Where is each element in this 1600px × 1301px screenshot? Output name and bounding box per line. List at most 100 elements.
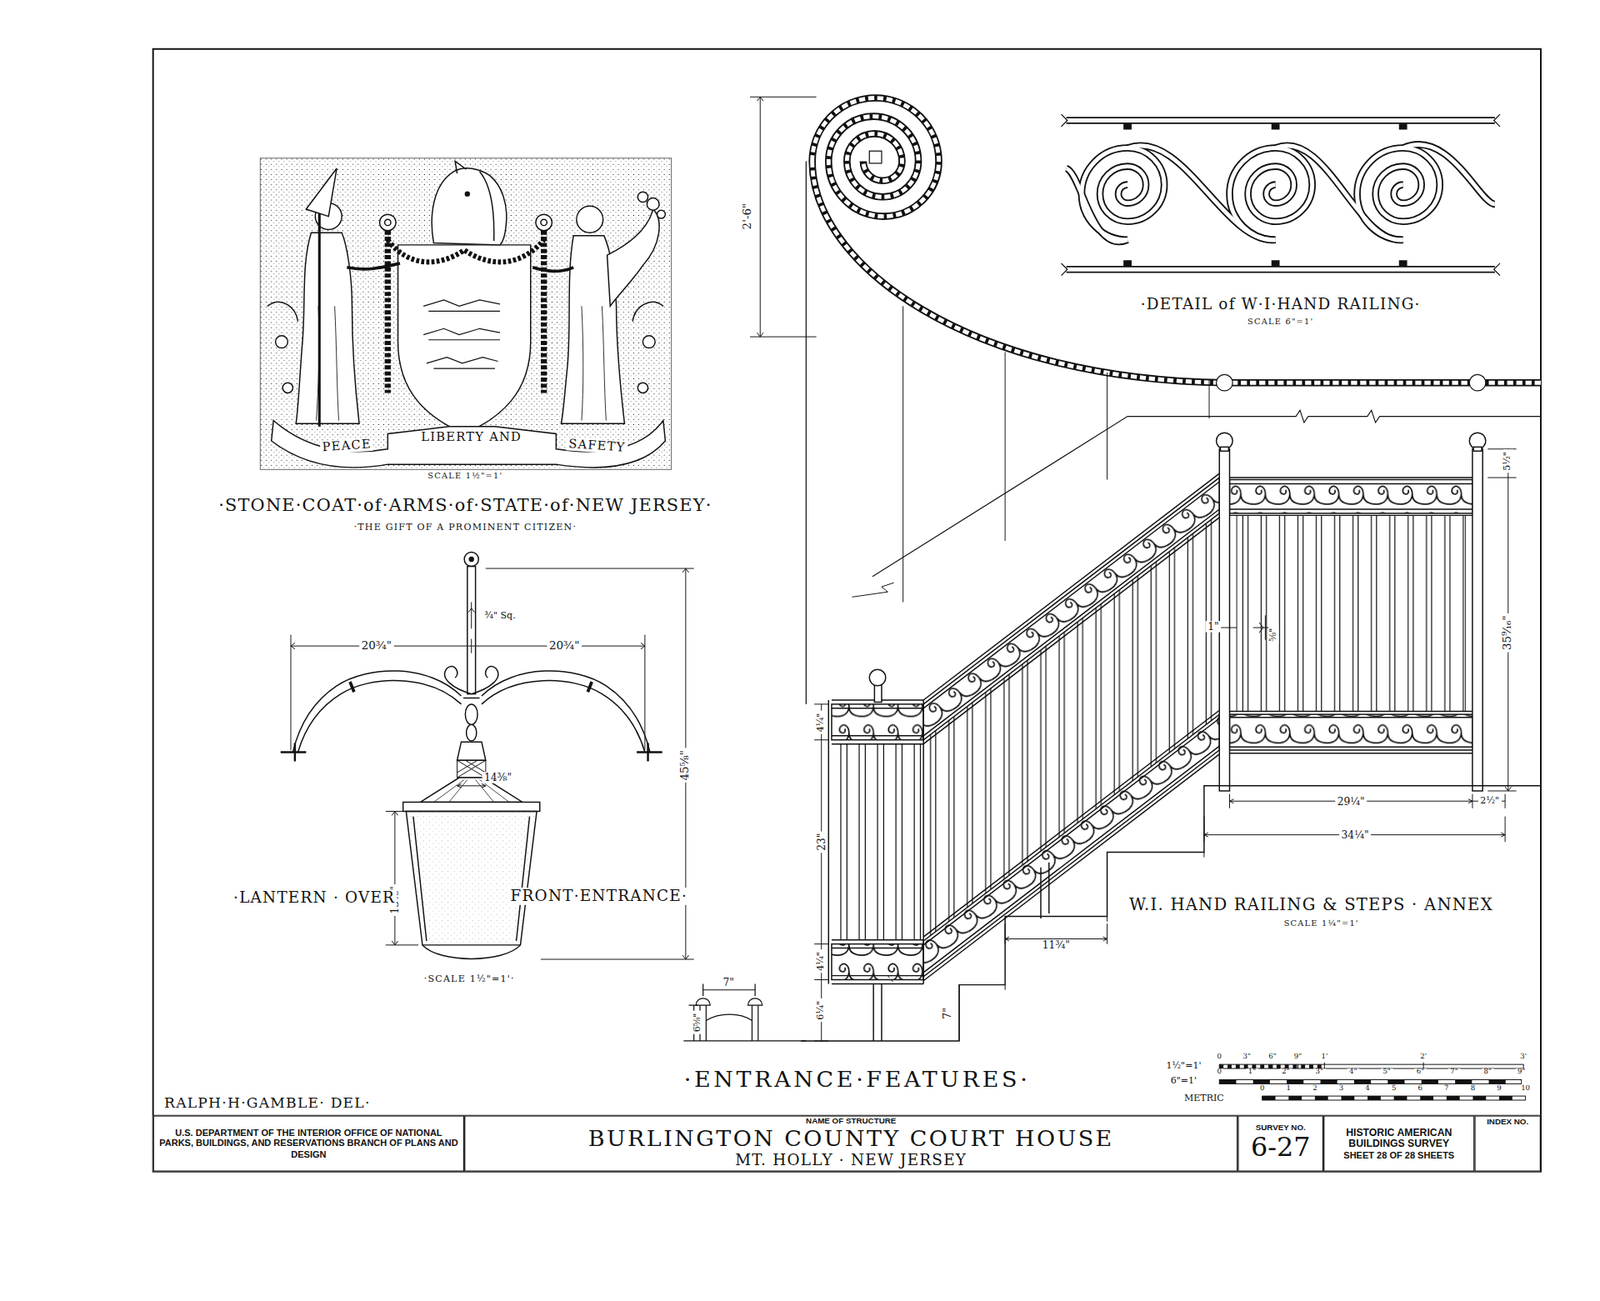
coat-of-arms-part <box>275 335 289 349</box>
lantern-dimensions-part <box>485 568 695 960</box>
handrail-plan-part <box>812 98 1541 384</box>
lantern-part <box>350 681 592 692</box>
railing-elevation-part <box>923 513 1220 941</box>
railing-dimensions-part <box>1219 615 1274 640</box>
drawing-label: 9" <box>1515 1068 1528 1076</box>
baluster-detail <box>683 983 806 1041</box>
coat-of-arms-part <box>380 214 397 231</box>
rail-detail-part <box>1123 123 1407 266</box>
dimension-label: 6¼" <box>816 998 827 1022</box>
drawing-label: FRONT·ENTRANCE· <box>508 887 690 905</box>
rail-detail-part <box>1066 120 1495 270</box>
scale-bars-part <box>1219 1080 1521 1085</box>
drawing-label: 10 <box>1519 1085 1533 1093</box>
drawing-label: 7 <box>1442 1085 1451 1093</box>
railing-dimensions-part <box>959 923 1108 1041</box>
title-block-text: SURVEY NO. <box>1255 1124 1306 1134</box>
lantern-part <box>481 670 650 752</box>
coat-of-arms-part <box>387 240 544 263</box>
railing-elevation-part <box>1236 515 1465 711</box>
baluster-detail-part <box>695 998 763 1005</box>
coat-of-arms-part <box>657 210 666 219</box>
lantern-part <box>422 945 521 960</box>
coat-of-arms-part <box>540 219 547 225</box>
drawing-label: 2" <box>1280 1068 1292 1076</box>
lantern-dimensions-part <box>468 601 475 629</box>
title-block-cell: SURVEY NO.6-27 <box>1237 1115 1324 1171</box>
drawing-label: 3 <box>1336 1085 1345 1093</box>
drawing-label: 0 <box>1215 1053 1224 1061</box>
drawing-label: 4" <box>1347 1068 1360 1076</box>
drawing-label: 6 <box>1415 1085 1425 1093</box>
drawing-label: RALPH·H·GAMBLE· DEL· <box>162 1095 374 1111</box>
coat-of-arms-part <box>465 191 470 196</box>
railing-elevation-part <box>828 700 924 984</box>
dimension-label: 6⅝" <box>692 1010 703 1035</box>
coat-of-arms-part <box>607 209 660 306</box>
steps-part <box>800 785 1541 1041</box>
drawing-label: 2' <box>1418 1053 1430 1061</box>
dimension-label: 35⁹⁄₁₆" <box>1501 613 1515 653</box>
dimension-label: 5½" <box>1503 450 1514 474</box>
scale-bars-part <box>1219 1080 1521 1085</box>
sheet-title: ·ENTRANCE·FEATURES· <box>681 1067 1033 1093</box>
handrail-plan-part <box>869 150 882 164</box>
drawing-label: 6" <box>1414 1068 1426 1076</box>
baluster-detail-part <box>683 1040 806 1041</box>
null-part <box>1066 144 1495 242</box>
drawing-label: SCALE 6"=1' <box>1245 318 1316 328</box>
railing-elevation <box>828 432 1486 1041</box>
drawing-label: 1' <box>1319 1053 1330 1061</box>
drawing-label: ¾" Sq. <box>482 611 518 622</box>
coat-of-arms-part <box>346 263 400 270</box>
lantern-part <box>413 816 530 941</box>
drawing-label: 2 <box>1310 1085 1320 1093</box>
lantern-part <box>403 801 540 811</box>
coat-of-arms-part <box>398 245 531 435</box>
title-block-text: 6-27 <box>1250 1133 1311 1164</box>
scale-bars-part <box>1246 1062 1424 1071</box>
title-block-text: SHEET 28 OF 28 SHEETS <box>1343 1150 1455 1160</box>
dimension-label: 45⅝" <box>679 748 692 783</box>
railing-dimensions <box>814 449 1516 1041</box>
drawing-label: LIBERTY AND <box>419 430 525 445</box>
coat-of-arms-part <box>455 160 495 241</box>
railing-elevation-part <box>887 975 924 982</box>
coat-of-arms-part <box>423 300 500 369</box>
coat-of-arms <box>260 158 671 470</box>
drawing-label: W.I. HAND RAILING & STEPS · ANNEX <box>1127 895 1496 915</box>
lantern-part <box>445 665 499 698</box>
drawing-label: 5" <box>1380 1068 1393 1076</box>
railing-elevation-part <box>831 704 924 740</box>
drawing-label: 3' <box>1518 1053 1530 1061</box>
coat-of-arms-part <box>282 382 293 393</box>
steps-part <box>1005 851 1205 990</box>
drawing-label: 7" <box>720 976 736 988</box>
railing-elevation-part <box>840 744 921 940</box>
null-part-part <box>1081 148 1165 240</box>
railing-dimensions-part <box>814 704 829 1041</box>
railing-elevation-part <box>874 683 882 702</box>
drawing-label: 3" <box>1240 1053 1253 1061</box>
drawing-label: ·STONE·COAT·of·ARMS·of·STATE·of·NEW JERS… <box>216 495 715 515</box>
drawing-label: 6"=1' <box>1168 1076 1199 1087</box>
scale-bars-part <box>1219 1064 1325 1069</box>
handrail-plan-part <box>805 160 807 704</box>
coat-of-arms-part <box>532 267 574 272</box>
drawing-label: 4 <box>1363 1085 1372 1093</box>
drawing-label: ·DETAIL of W·I·HAND RAILING· <box>1138 295 1423 313</box>
coat-of-arms-part <box>385 219 391 225</box>
lantern-part <box>466 724 477 741</box>
drawing-label: 0 <box>1215 1068 1224 1076</box>
railing-elevation-part <box>923 710 1220 980</box>
title-block-text: NAME OF STRUCTURE <box>805 1117 896 1127</box>
railing-elevation-part <box>1472 449 1483 791</box>
null-part-part <box>1066 144 1495 242</box>
coat-of-arms-part <box>637 191 648 202</box>
title-block-cell: HISTORIC AMERICAN BUILDINGS SURVEYSHEET … <box>1323 1115 1475 1171</box>
drawing-label: ·SCALE 1½"=1'· <box>421 974 517 985</box>
drawing-label: SCALE 1½"=1' <box>425 471 505 481</box>
drawing-label: 20¾" <box>546 640 581 653</box>
drawing-label: 20¾" <box>359 640 394 653</box>
